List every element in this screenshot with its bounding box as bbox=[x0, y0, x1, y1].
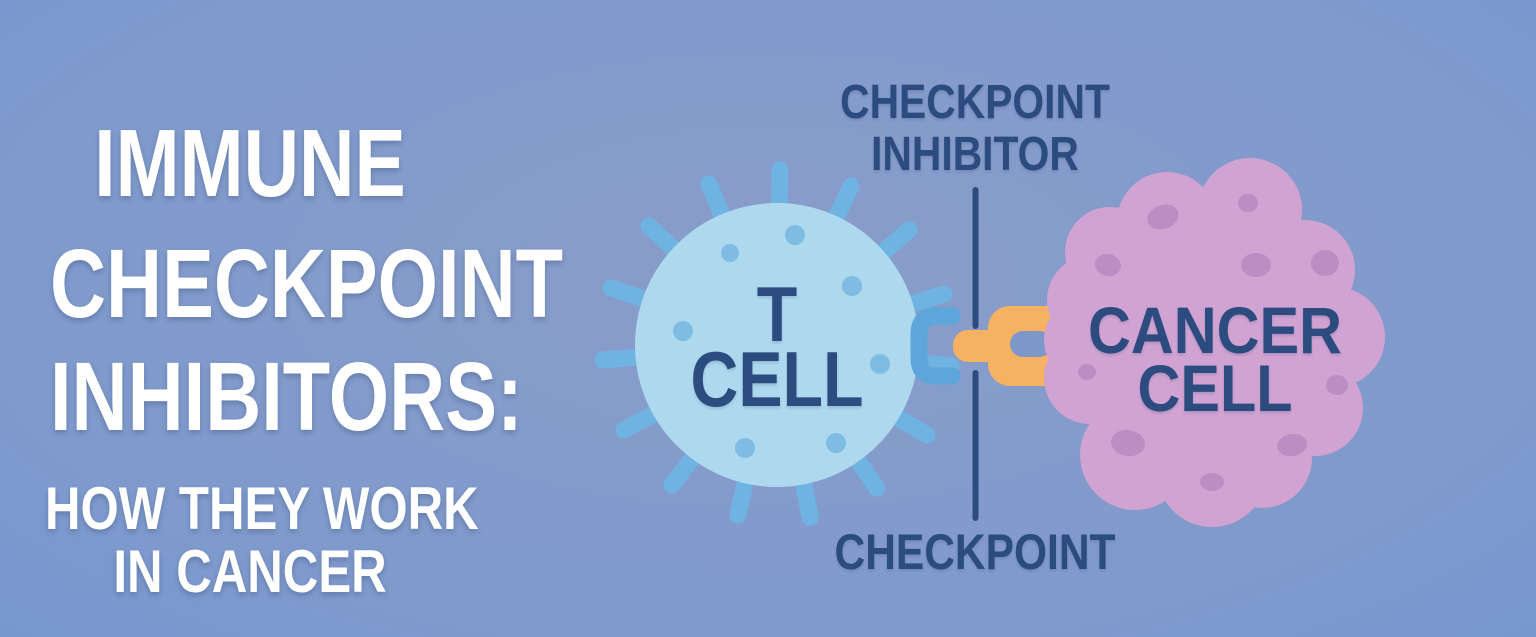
t-cell-label-line2: CELL bbox=[690, 335, 864, 423]
t-cell-body bbox=[635, 203, 919, 487]
cancer-cell-label-line2: CELL bbox=[1137, 351, 1293, 425]
checkpoint-inhibitor-label-line1: CHECKPOINT bbox=[840, 76, 1110, 129]
cancer-cell-label-line1: CANCER bbox=[1087, 293, 1343, 367]
subtitle-line-in-cancer: IN CANCER bbox=[113, 538, 387, 605]
cancer-cell bbox=[1044, 158, 1385, 527]
t-cell-label-line1: T bbox=[756, 270, 798, 358]
t-cell-dots-icon bbox=[673, 225, 890, 458]
title-line-checkpoint: CHECKPOINT bbox=[50, 229, 564, 338]
t-cell bbox=[594, 161, 960, 526]
checkpoint-label: CHECKPOINT bbox=[834, 524, 1116, 580]
t-cell-receptor-icon bbox=[910, 307, 961, 385]
ligand-socket-hole bbox=[1010, 331, 1052, 357]
title-line-immune: IMMUNE bbox=[94, 110, 406, 217]
cancer-cell-spots-icon bbox=[1078, 194, 1348, 491]
title-line-inhibitors: INHIBITORS: bbox=[50, 342, 523, 451]
subtitle-line-how-they-work: HOW THEY WORK bbox=[45, 475, 479, 542]
checkpoint-inhibitor-label-line2: INHIBITOR bbox=[871, 128, 1079, 181]
